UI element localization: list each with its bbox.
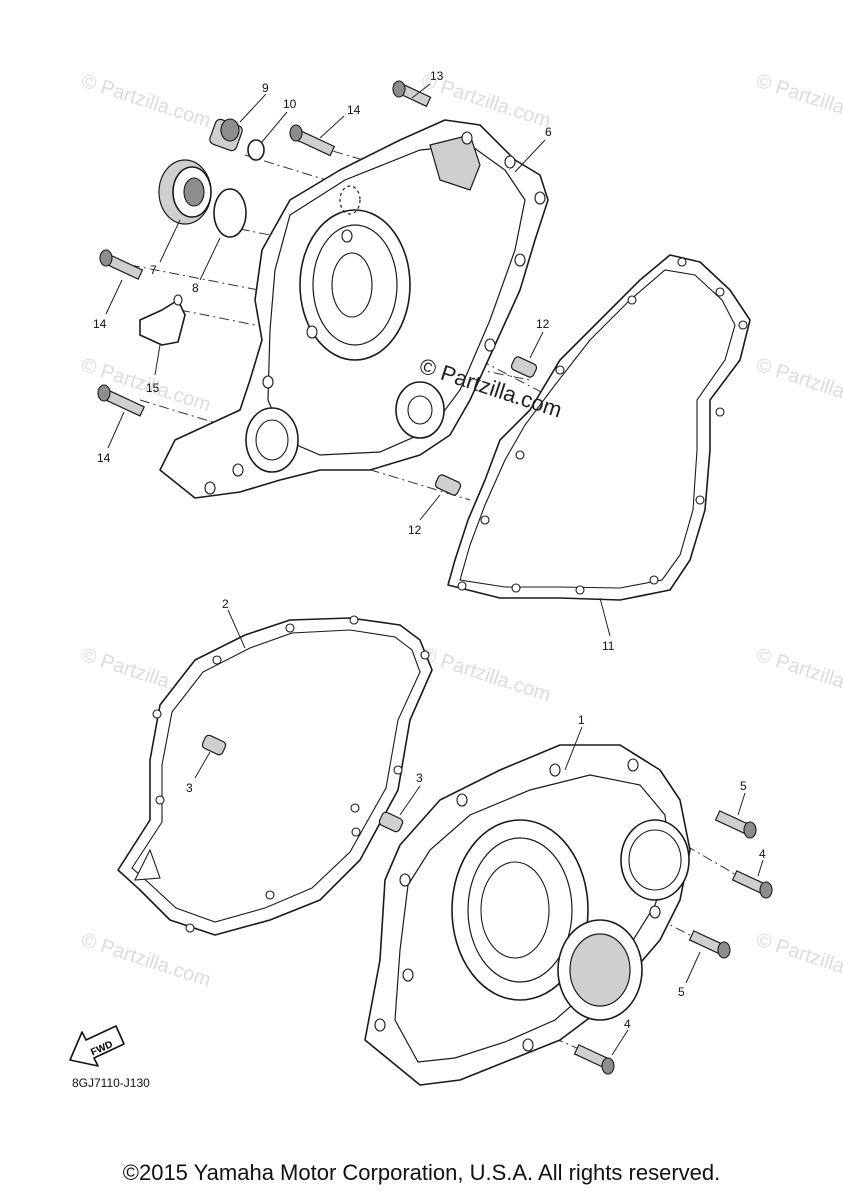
clamp-15 [139, 294, 186, 346]
callout-2: 2 [222, 597, 229, 611]
callout-4: 4 [624, 1017, 631, 1031]
callout-6: 6 [545, 125, 552, 139]
callout-8: 8 [192, 281, 199, 295]
bolt-5-top [714, 810, 757, 839]
callout-1: 1 [578, 713, 585, 727]
callout-14: 14 [97, 451, 111, 465]
watermark: © Partzilla.com [418, 644, 553, 707]
callout-7: 7 [150, 263, 157, 277]
callout-11: 11 [602, 639, 615, 653]
crankcase-cover-lower [364, 744, 691, 1086]
bolt-14-bottom [97, 384, 146, 417]
dowel-3-left [201, 734, 227, 756]
callout-3: 3 [186, 781, 193, 795]
watermark: © Partzilla.com [78, 70, 213, 133]
diagram-code: 8GJ7110-J130 [72, 1076, 150, 1090]
callout-5: 5 [740, 779, 747, 793]
callout-3: 3 [416, 771, 423, 785]
gasket-upper [447, 254, 751, 601]
o-ring-10 [247, 139, 265, 161]
copyright-notice: ©2015 Yamaha Motor Corporation, U.S.A. A… [122, 1160, 721, 1185]
watermark: © Partzilla.com [78, 929, 213, 992]
callout-12: 12 [408, 523, 422, 537]
bolt-13 [392, 80, 432, 108]
watermark: © Partzilla.com [753, 354, 843, 417]
bolt-4-right [731, 870, 773, 899]
crankcase-cover-upper [159, 119, 549, 499]
callout-4: 4 [759, 847, 766, 861]
callout-9: 9 [262, 81, 269, 95]
bolt-14-top [289, 124, 336, 157]
dowel-12-top [510, 356, 538, 378]
forward-arrow-icon: FWD [69, 1025, 125, 1067]
callout-12: 12 [536, 317, 550, 331]
callout-13: 13 [430, 69, 444, 83]
watermark: © Partzilla.com [753, 929, 843, 992]
dowel-12-bottom [434, 474, 462, 496]
watermark: © Partzilla.com [753, 644, 843, 707]
leader-lines [105, 83, 764, 1056]
callout-labels: 9 10 13 14 6 7 8 14 15 14 12 12 11 2 3 3… [93, 69, 766, 1031]
callout-10: 10 [283, 97, 297, 111]
dowel-3-right [378, 811, 404, 833]
callout-14: 14 [347, 103, 361, 117]
callout-14: 14 [93, 317, 107, 331]
callout-15: 15 [146, 381, 160, 395]
gasket-lower [117, 615, 433, 936]
bolt-4-bottom [573, 1044, 615, 1075]
plug-9 [209, 118, 243, 152]
plug-7 [158, 159, 212, 225]
bolt-5-bottom [688, 930, 731, 959]
bolt-14-middle [99, 249, 144, 280]
callout-5: 5 [678, 985, 685, 999]
o-ring-8 [213, 188, 247, 238]
watermark: © Partzilla.com [753, 70, 843, 133]
